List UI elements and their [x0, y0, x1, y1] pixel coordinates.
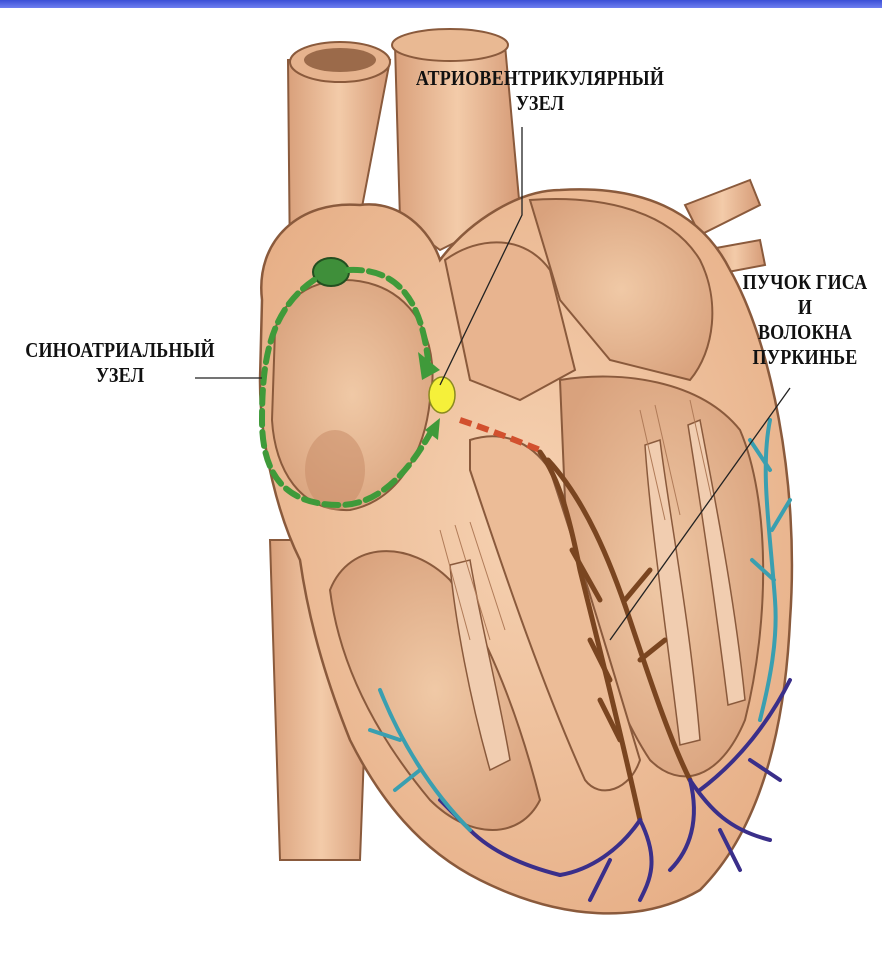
- label-his-purkinje-line2: И: [732, 295, 878, 320]
- label-sa-node-line1: СИНОАТРИАЛЬНЫЙ: [17, 338, 223, 363]
- label-his-purkinje-line1: ПУЧОК ГИСА: [732, 270, 878, 295]
- label-his-purkinje: ПУЧОК ГИСА И ВОЛОКНА ПУРКИНЬЕ: [732, 270, 878, 370]
- label-sa-node: СИНОАТРИАЛЬНЫЙ УЗЕЛ: [17, 338, 223, 388]
- label-av-node-line1: АТРИОВЕНТРИКУЛЯРНЫЙ: [402, 66, 677, 91]
- label-av-node: АТРИОВЕНТРИКУЛЯРНЫЙ УЗЕЛ: [402, 66, 677, 116]
- av-node: [429, 377, 455, 413]
- label-his-purkinje-line4: ПУРКИНЬЕ: [732, 345, 878, 370]
- label-av-node-line2: УЗЕЛ: [402, 91, 677, 116]
- label-sa-node-line2: УЗЕЛ: [17, 363, 223, 388]
- label-his-purkinje-line3: ВОЛОКНА: [732, 320, 878, 345]
- sa-node: [313, 258, 349, 286]
